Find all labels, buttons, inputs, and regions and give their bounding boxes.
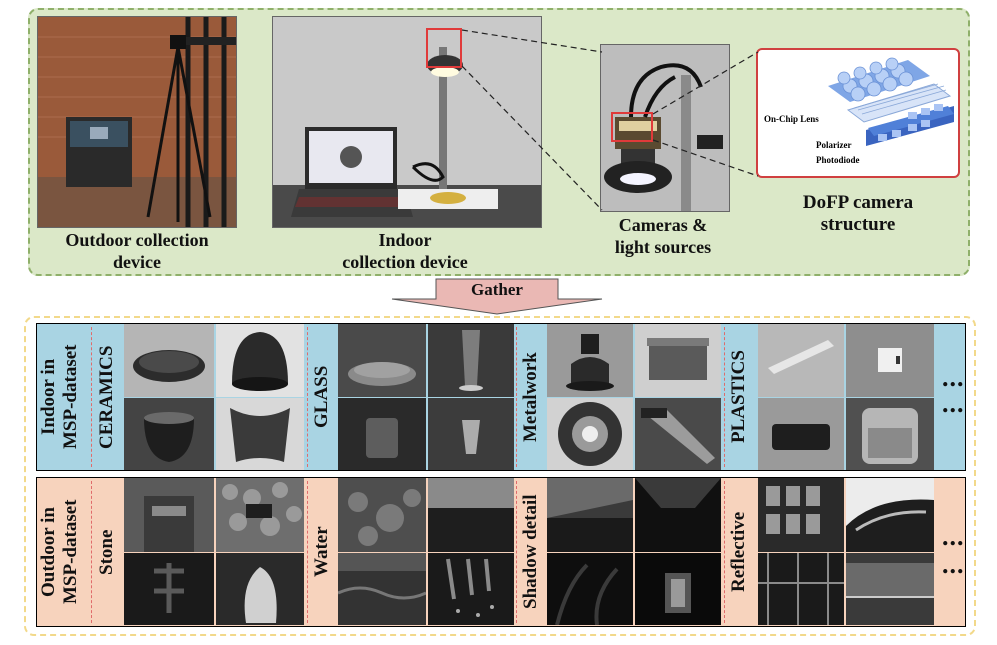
row-label-line: MSP-dataset bbox=[60, 499, 81, 605]
category-reflective: Reflective bbox=[728, 511, 749, 593]
caption-line: device bbox=[113, 252, 161, 272]
reflective-image-3 bbox=[758, 553, 844, 625]
connector-lines bbox=[461, 29, 759, 211]
indoor-row-label: Indoor in MSP-dataset bbox=[38, 326, 88, 468]
category-water: Water bbox=[311, 526, 332, 578]
category-glass: GLASS bbox=[311, 365, 332, 429]
reflective-image-4 bbox=[846, 553, 934, 625]
category-metalwork: Metalwork bbox=[520, 352, 541, 442]
ceramics-image-1 bbox=[124, 324, 214, 397]
indoor-device-caption: Indoor collection device bbox=[300, 229, 510, 273]
cameras-caption: Cameras & light sources bbox=[588, 214, 738, 258]
label-photodiode: Photodiode bbox=[816, 155, 860, 165]
label-on-chip-lens: On-Chip Lens bbox=[764, 114, 819, 124]
separator bbox=[516, 327, 517, 467]
caption-line: collection device bbox=[342, 252, 468, 272]
caption-line: Outdoor collection bbox=[65, 230, 209, 250]
water-image-1 bbox=[338, 478, 426, 552]
outdoor-device-photo bbox=[37, 16, 237, 228]
metalwork-image-2 bbox=[635, 324, 721, 397]
category-ceramics: CERAMICS bbox=[96, 345, 117, 449]
metalwork-image-1 bbox=[547, 324, 633, 397]
caption-line: Indoor bbox=[378, 230, 432, 250]
water-image-2 bbox=[428, 478, 514, 552]
dofp-structure-diagram: On-Chip Lens Polarizer Photodiode bbox=[756, 48, 960, 178]
outdoor-device-caption: Outdoor collection device bbox=[37, 229, 237, 273]
separator bbox=[91, 327, 92, 467]
glass-image-2 bbox=[428, 324, 514, 397]
shadow-image-1 bbox=[547, 478, 633, 552]
separator bbox=[724, 327, 725, 467]
indoor-device-photo bbox=[272, 16, 542, 228]
caption-line: structure bbox=[820, 214, 896, 235]
stone-image-4 bbox=[216, 553, 304, 625]
plastics-image-4 bbox=[846, 398, 934, 470]
category-plastics: PLASTICS bbox=[728, 350, 749, 444]
shadow-image-3 bbox=[547, 553, 633, 625]
shadow-image-4 bbox=[635, 553, 721, 625]
reflective-image-1 bbox=[758, 478, 844, 552]
caption-line: light sources bbox=[614, 237, 712, 257]
indoor-ellipsis-1: ... bbox=[942, 363, 965, 392]
category-shadow-detail: Shadow detail bbox=[520, 494, 541, 610]
label-polarizer: Polarizer bbox=[816, 140, 852, 150]
metalwork-image-3 bbox=[547, 398, 633, 470]
dofp-caption: DoFP camera structure bbox=[770, 192, 946, 236]
shadow-image-2 bbox=[635, 478, 721, 552]
separator bbox=[307, 327, 308, 467]
ceramics-image-3 bbox=[124, 398, 214, 470]
outdoor-ellipsis-2: ... bbox=[942, 550, 965, 579]
outdoor-row-label: Outdoor in MSP-dataset bbox=[38, 480, 88, 624]
row-label-line: Indoor in bbox=[38, 358, 59, 436]
gather-label: Gather bbox=[471, 280, 523, 299]
separator bbox=[516, 481, 517, 623]
camera-photo bbox=[600, 44, 730, 212]
separator bbox=[91, 481, 92, 623]
plastics-image-2 bbox=[846, 324, 934, 397]
stone-image-2 bbox=[216, 478, 304, 552]
glass-image-1 bbox=[338, 324, 426, 397]
water-image-4 bbox=[428, 553, 514, 625]
ceramics-image-2 bbox=[216, 324, 304, 397]
stone-image-1 bbox=[124, 478, 214, 552]
row-label-line: Outdoor in bbox=[38, 507, 59, 597]
glass-image-4 bbox=[428, 398, 514, 470]
ceramics-image-4 bbox=[216, 398, 304, 470]
category-stone: Stone bbox=[96, 529, 117, 575]
indoor-ellipsis-2: ... bbox=[942, 389, 965, 418]
plastics-image-1 bbox=[758, 324, 844, 397]
outdoor-ellipsis-1: ... bbox=[942, 522, 965, 551]
camera-highlight-box bbox=[611, 112, 653, 142]
glass-image-3 bbox=[338, 398, 426, 470]
plastics-image-3 bbox=[758, 398, 844, 470]
water-image-3 bbox=[338, 553, 426, 625]
caption-line: Cameras & bbox=[618, 215, 708, 235]
caption-line: DoFP camera bbox=[802, 192, 914, 213]
row-label-line: MSP-dataset bbox=[60, 344, 81, 450]
separator bbox=[724, 481, 725, 623]
lamp-highlight-box bbox=[426, 28, 462, 68]
dataset-panel bbox=[24, 316, 976, 636]
metalwork-image-4 bbox=[635, 398, 721, 470]
reflective-image-2 bbox=[846, 478, 934, 552]
gather-arrow: Gather bbox=[388, 277, 606, 315]
stone-image-3 bbox=[124, 553, 214, 625]
separator bbox=[307, 481, 308, 623]
